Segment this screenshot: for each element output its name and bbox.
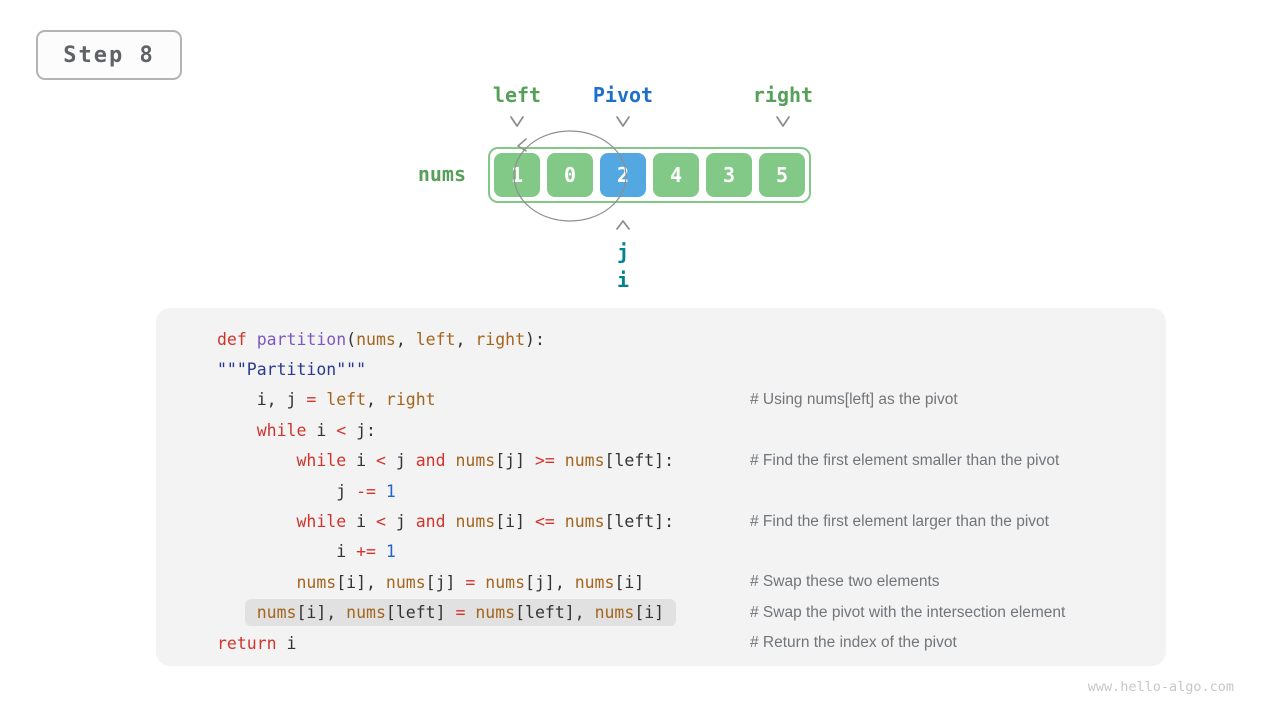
code-line: i += 1 bbox=[336, 542, 396, 562]
code-line: return i# Return the index of the pivot bbox=[217, 633, 957, 653]
code-line: while i < j and nums[j] >= nums[left]:# … bbox=[296, 451, 1060, 471]
watermark: www.hello-algo.com bbox=[1087, 679, 1234, 695]
code-comment: # Using nums[left] as the pivot bbox=[750, 390, 958, 408]
pointer-label-pivot: Pivot bbox=[592, 83, 654, 107]
pointer-label-right: right bbox=[752, 83, 814, 107]
array-cell: 1 bbox=[494, 153, 540, 197]
code-line: nums[i], nums[j] = nums[j], nums[i]# Swa… bbox=[296, 572, 940, 592]
code-comment: # Swap the pivot with the intersection e… bbox=[750, 603, 1066, 621]
code-block: def partition(nums, left, right): """Part… bbox=[156, 308, 1166, 666]
code-comment: # Find the first element larger than the… bbox=[750, 512, 1049, 530]
right-pointer-arrow-icon bbox=[776, 116, 790, 127]
ji-pointer-arrow-icon bbox=[616, 220, 630, 230]
pivot-pointer-arrow-icon bbox=[616, 116, 630, 127]
pointer-label-i: i bbox=[616, 268, 630, 292]
step-badge: Step 8 bbox=[36, 30, 182, 80]
code-comment: # Return the index of the pivot bbox=[750, 634, 957, 652]
nums-label: nums bbox=[417, 162, 466, 186]
code-line: while i < j and nums[i] <= nums[left]:# … bbox=[296, 512, 1049, 532]
array-cell: 0 bbox=[547, 153, 593, 197]
pointer-label-left: left bbox=[492, 83, 542, 107]
highlighted-code: nums[i], nums[left] = nums[left], nums[i… bbox=[244, 599, 677, 627]
code-line: """Partition""" bbox=[217, 360, 367, 380]
pointer-label-j: j bbox=[616, 240, 630, 264]
array-cell: 3 bbox=[706, 153, 752, 197]
array-cell: 4 bbox=[653, 153, 699, 197]
code-line: nums[i], nums[left] = nums[left], nums[i… bbox=[156, 598, 1166, 628]
step-badge-label: Step 8 bbox=[63, 42, 155, 68]
array-cell: 2 bbox=[600, 153, 646, 197]
code-line: i, j = left, right# Using nums[left] as … bbox=[256, 390, 958, 410]
code-comment: # Find the first element smaller than th… bbox=[750, 451, 1060, 469]
left-pointer-arrow-icon bbox=[510, 116, 524, 127]
code-line: while i < j: bbox=[256, 420, 376, 440]
code-lines: def partition(nums, left, right): """Part… bbox=[156, 324, 1166, 658]
array-cell: 5 bbox=[759, 153, 805, 197]
code-comment: # Swap these two elements bbox=[750, 573, 940, 591]
code-line: def partition(nums, left, right): bbox=[217, 329, 545, 349]
code-line: j -= 1 bbox=[336, 481, 396, 501]
